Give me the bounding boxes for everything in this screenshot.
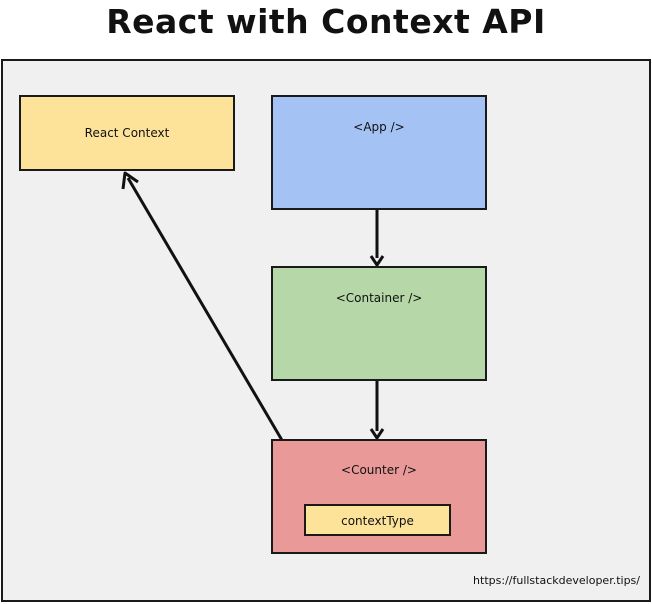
react-context-label: React Context xyxy=(84,126,170,140)
app-component-box: <App /> xyxy=(271,95,487,210)
context-type-box: contextType xyxy=(304,504,451,536)
source-credit: https://fullstackdeveloper.tips/ xyxy=(473,574,640,587)
counter-component-label: <Counter /> xyxy=(341,463,417,477)
container-component-label: <Container /> xyxy=(335,291,423,305)
app-component-label: <App /> xyxy=(353,120,405,134)
react-context-box: React Context xyxy=(19,95,235,171)
counter-component-box: <Counter /> xyxy=(271,439,487,554)
container-component-box: <Container /> xyxy=(271,266,487,381)
context-type-label: contextType xyxy=(341,514,414,528)
diagram-title: React with Context API xyxy=(106,2,546,41)
